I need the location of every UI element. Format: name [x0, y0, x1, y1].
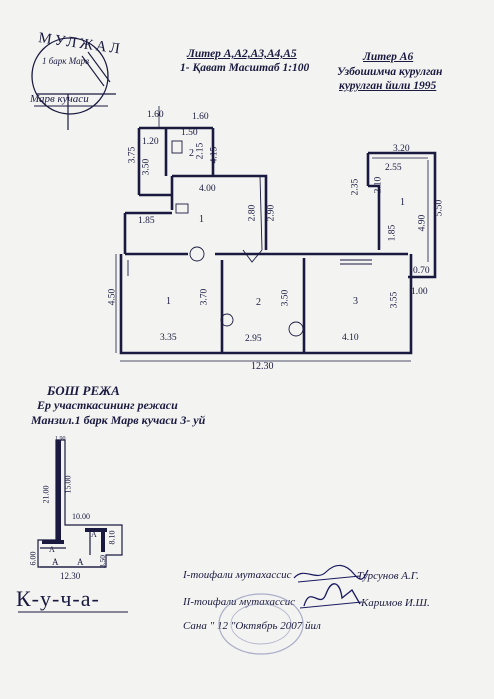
a6-dim-label: 0.70 [413, 266, 430, 276]
site-building-label: A [91, 530, 97, 539]
dim-label: 1.50 [181, 128, 198, 138]
site-building-label: A [49, 545, 55, 554]
signature-2 [299, 583, 363, 609]
site-building-label: A [77, 557, 84, 567]
plan-title-line1: Литер А,А2,А3,А4,А5 [187, 48, 297, 60]
a6-built-year: курулган йили 1995 [339, 80, 437, 92]
site-dim-label: 15.00 [63, 475, 73, 494]
stamp-inner-text: 1 барк Марв [42, 56, 90, 66]
specialist2-title: II-тоифали мутахассис [183, 596, 296, 608]
dim-label: 1.85 [138, 216, 155, 226]
a6-title: Литер А6 [363, 51, 414, 63]
dim-label: 1.60 [147, 110, 164, 120]
street-label: К-у-ч-а- [16, 586, 100, 611]
a6-dim-label: 1.00 [411, 287, 428, 297]
plan-title-line2: 1- Қават Масштаб 1:100 [180, 62, 310, 74]
site-dim-label: 3.50 [98, 554, 108, 569]
dim-label: 3.35 [160, 333, 177, 343]
site-dim-label: 12.30 [60, 571, 81, 581]
signature-1 [293, 564, 369, 583]
dim-label: 4.10 [342, 333, 359, 343]
sign-date: Сана " 12 "Октябрь 2007 йил [183, 620, 321, 632]
site-address: Манзил.1 барк Марв кучаси 3- уй [31, 413, 206, 427]
site-dim-label: 21.00 [41, 485, 51, 504]
site-building-label: A [52, 557, 59, 567]
site-dim-label: 1.90 [55, 436, 66, 442]
specialist2-name: Каримов И.Ш. [361, 597, 430, 609]
a6-dim-label: 2.55 [385, 163, 402, 173]
dim-label: 2.95 [245, 334, 262, 344]
room-number: 1 [166, 296, 171, 307]
site-subtitle: Ер участкасининг режаси [37, 398, 178, 412]
site-dim-label: 8.10 [107, 530, 117, 545]
specialist1-name: Турсунов А.Г. [357, 570, 419, 582]
room-number: 2 [189, 148, 194, 159]
room-number: 3 [353, 296, 358, 307]
specialist1-title: I-тоифали мутахассис [183, 569, 292, 581]
room-number: 2 [256, 297, 261, 308]
stamp-mark [31, 37, 116, 130]
dim-label: 12.30 [251, 361, 274, 372]
stamp-street: Марв кучаси [30, 93, 89, 105]
dim-label: 4.00 [199, 184, 216, 194]
official-seal [218, 593, 304, 655]
site-dim-label: 6.00 [28, 551, 38, 566]
dim-label: 1.60 [192, 112, 209, 122]
site-title: БОШ РЕЖА [47, 383, 120, 398]
a6-room-number: 1 [400, 197, 405, 208]
room-number: 1 [199, 214, 204, 225]
a6-subtitle: Узбошимча курулган [337, 66, 443, 78]
site-dim-label: 10.00 [72, 512, 90, 521]
dim-label: 1.20 [142, 137, 159, 147]
a6-dim-label: 3.20 [393, 144, 410, 154]
